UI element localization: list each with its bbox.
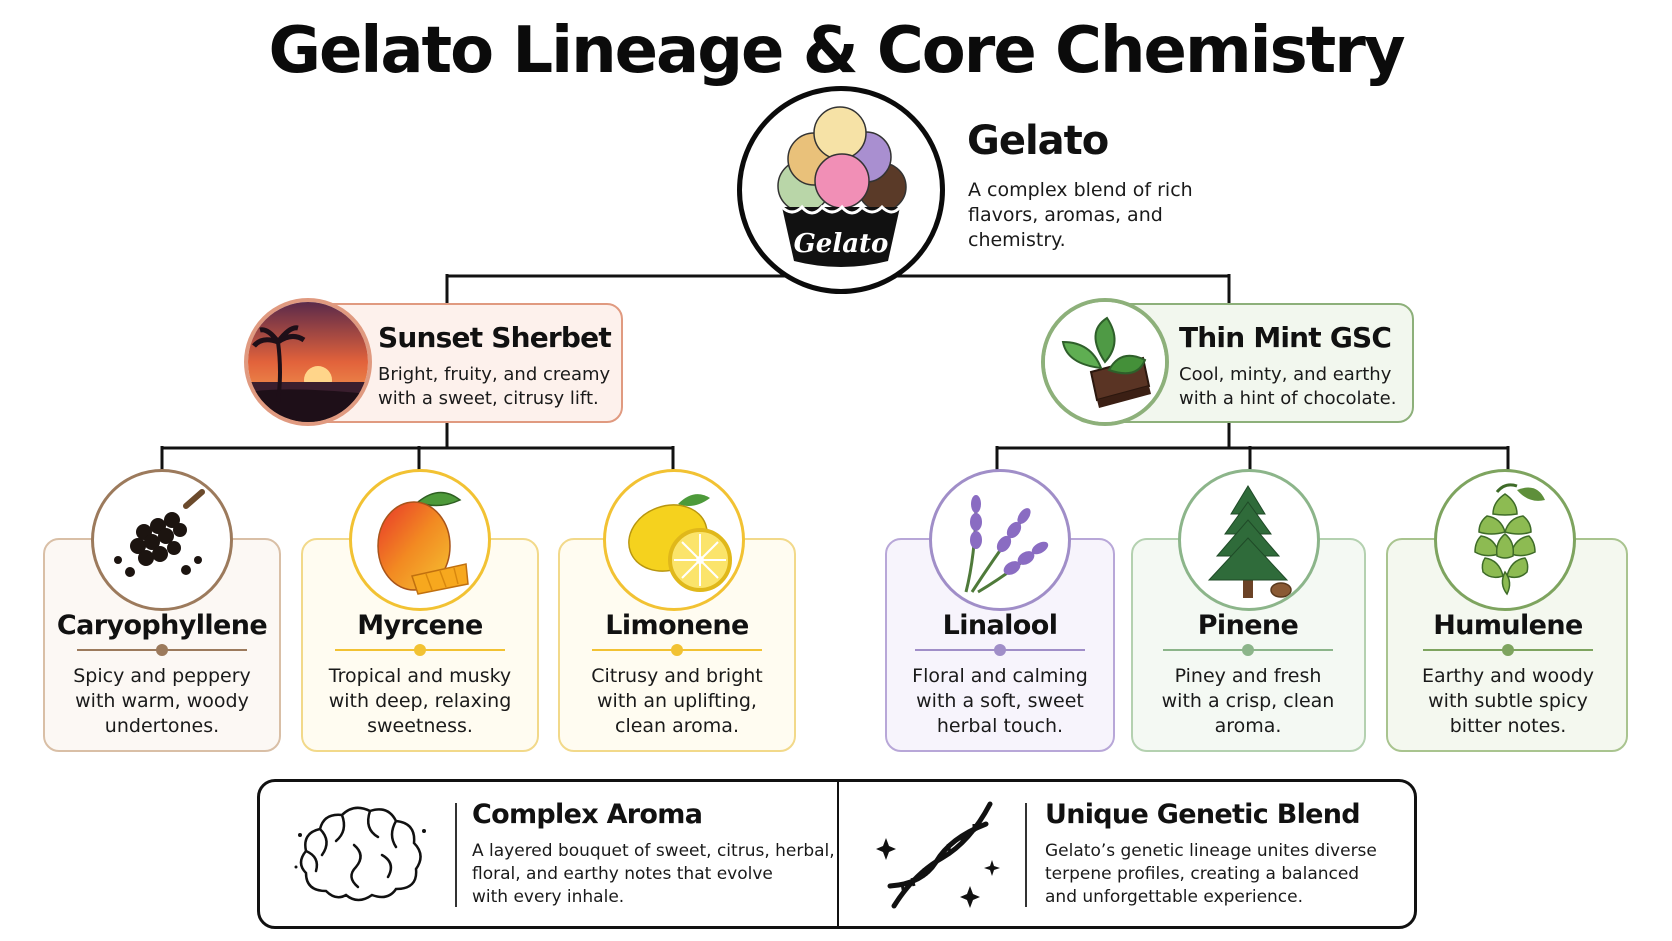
terpene-dot	[1502, 644, 1514, 656]
parent-name-thin-mint-gsc: Thin Mint GSC	[1179, 321, 1392, 354]
feature-accent-bar	[455, 803, 457, 907]
lavender-icon	[929, 469, 1071, 611]
root-name: Gelato	[967, 118, 1109, 164]
terpene-name-caryophyllene: Caryophyllene	[56, 610, 268, 641]
feature-title-unique-genetic-blend: Unique Genetic Blend	[1045, 799, 1361, 830]
peppercorn-icon	[91, 469, 233, 611]
parent-name-sunset-sherbet: Sunset Sherbet	[378, 321, 612, 354]
mango-icon	[349, 469, 491, 611]
feature-panel-divider	[837, 782, 839, 926]
root-description: A complex blend of rich flavors, aromas,…	[968, 179, 1193, 251]
terpene-name-linalool: Linalool	[942, 610, 1058, 641]
hop-cone-icon	[1434, 469, 1576, 611]
terpene-dot	[994, 644, 1006, 656]
feature-accent-bar	[1025, 803, 1027, 907]
terpene-dot	[414, 644, 426, 656]
mint-chocolate-icon	[1041, 298, 1169, 426]
feature-title-complex-aroma: Complex Aroma	[472, 799, 703, 830]
brain-cloud-icon	[292, 795, 432, 915]
terpene-name-myrcene: Myrcene	[357, 610, 483, 641]
sunset-palm-icon	[244, 298, 372, 426]
ice-cream-cup-icon	[777, 106, 907, 267]
gelato-root-node: Gelato	[737, 86, 945, 294]
lemon-icon	[603, 469, 745, 611]
terpene-dot	[671, 644, 683, 656]
terpene-name-limonene: Limonene	[605, 610, 749, 641]
terpene-dot	[1242, 644, 1254, 656]
feature-desc-complex-aroma: A layered bouquet of sweet, citrus, herb…	[472, 841, 835, 907]
terpene-name-humulene: Humulene	[1433, 610, 1583, 641]
pine-tree-icon	[1178, 469, 1320, 611]
gelato-badge-label: Gelato	[793, 229, 889, 259]
terpene-name-pinene: Pinene	[1197, 610, 1299, 641]
terpene-dot	[156, 644, 168, 656]
page-title: Gelato Lineage & Core Chemistry	[268, 14, 1405, 88]
dna-icon	[874, 790, 1010, 918]
